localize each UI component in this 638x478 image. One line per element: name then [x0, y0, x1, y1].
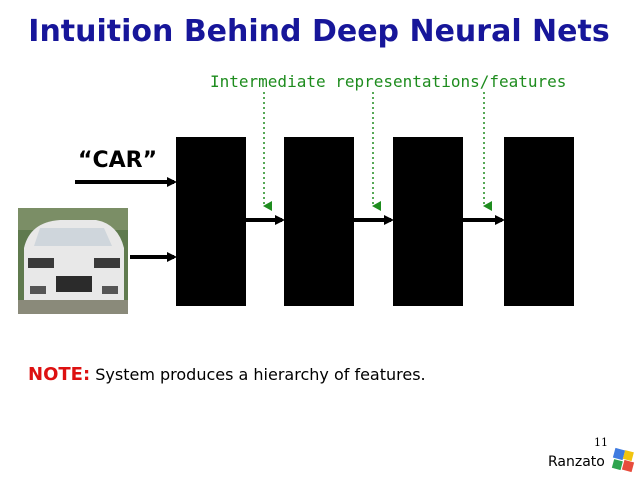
note-keyword: NOTE:	[28, 364, 91, 385]
car-label: “CAR”	[78, 148, 158, 173]
intermediate-features-label: Intermediate representations/features	[210, 72, 567, 91]
layer-block-2	[284, 137, 354, 306]
author-name: Ranzato	[548, 454, 605, 470]
note-text: System produces a hierarchy of features.	[95, 365, 426, 384]
page-number: 11	[594, 436, 608, 449]
car-image	[18, 208, 128, 314]
google-logo-icon	[611, 447, 635, 473]
layer-block-4	[504, 137, 574, 306]
slide-title: Intuition Behind Deep Neural Nets	[28, 14, 610, 49]
note-line: NOTE: System produces a hierarchy of fea…	[28, 364, 426, 385]
layer-block-3	[393, 137, 463, 306]
layer-block-1	[176, 137, 246, 306]
